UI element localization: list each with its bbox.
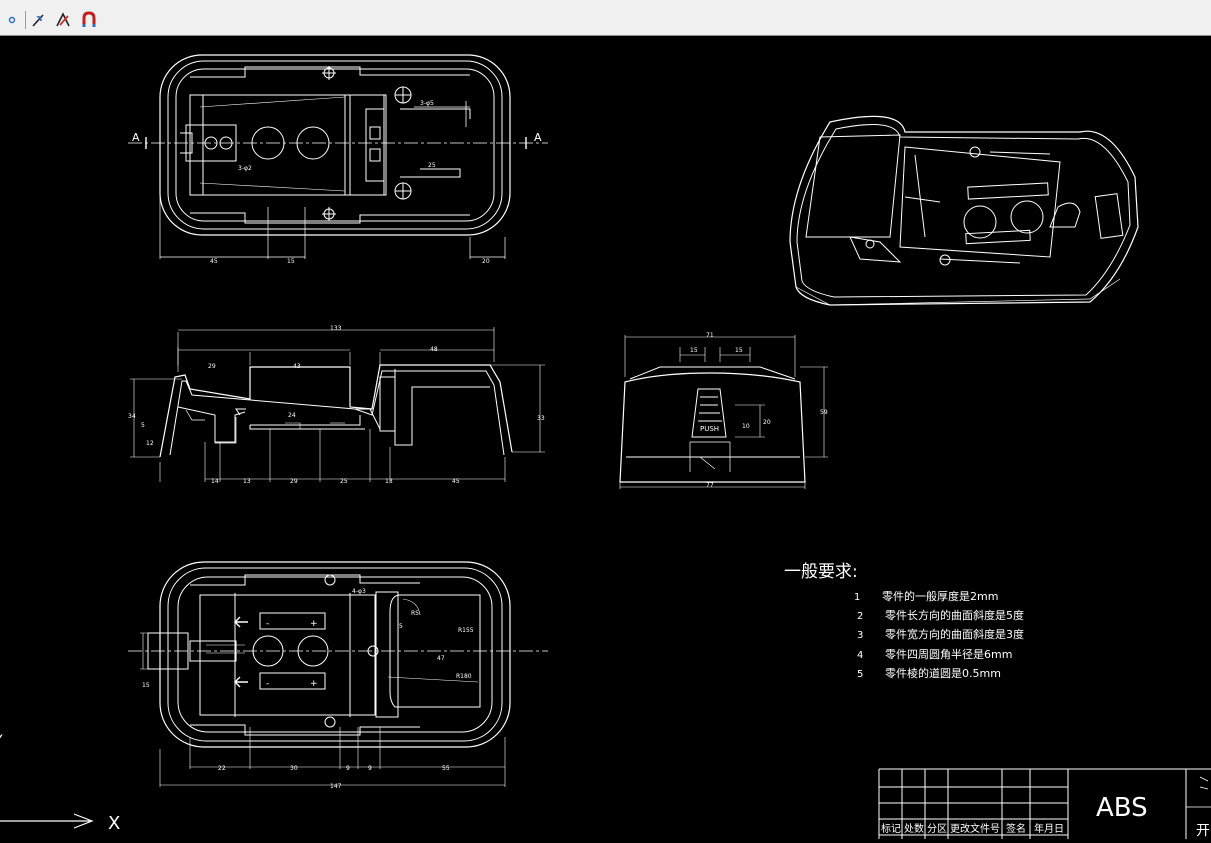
dim-bottom-55: 55 — [442, 765, 450, 772]
req-text-3: 零件宽方向的曲面斜度是3度 — [885, 627, 1024, 641]
dim-top-20: 20 — [482, 258, 490, 265]
battery-plus-top: + — [310, 619, 318, 629]
dim-front-29: 29 — [208, 363, 216, 370]
section-label-left: A — [132, 131, 140, 144]
push-label: PUSH — [700, 425, 719, 433]
requirements-title: 一般要求: — [784, 562, 858, 582]
tb-header-qianming: 签名 — [1006, 822, 1026, 835]
dim-front-25: 25 — [340, 478, 348, 485]
battery-minus-bottom: - — [266, 679, 269, 689]
req-text-1: 零件的一般厚度是2mm — [882, 589, 998, 603]
battery-plus-bottom: + — [310, 679, 318, 689]
dim-front-14: 14 — [211, 478, 219, 485]
tb-header-chushu: 处数 — [904, 822, 924, 835]
break-tool-icon[interactable] — [53, 10, 73, 30]
req-num-4: 4 — [857, 650, 863, 661]
front-section-view: 133 29 43 48 14 13 29 25 13 45 34 12 5 3… — [128, 325, 545, 485]
dim-bottom-22: 22 — [218, 765, 226, 772]
req-num-5: 5 — [857, 669, 863, 680]
bottom-view: + - + - 22 30 9 9 55 147 47 4-φ3 5 15 R1… — [128, 561, 548, 790]
isometric-view — [789, 115, 1139, 306]
dim-side-10: 10 — [742, 423, 750, 430]
dim-front-33: 33 — [537, 415, 545, 422]
side-view: PUSH 71 15 15 20 59 77 10 — [619, 332, 828, 489]
label-r155: R155 — [458, 627, 474, 634]
dim-front-45: 45 — [452, 478, 460, 485]
req-num-3: 3 — [857, 630, 863, 641]
req-text-2: 零件长方向的曲面斜度是5度 — [885, 608, 1024, 622]
toolbar-separator — [25, 11, 26, 29]
dim-side-59: 59 — [820, 409, 828, 416]
dim-front-24: 24 — [288, 412, 296, 419]
label-r180: R180 — [456, 673, 472, 680]
dim-side-77: 77 — [706, 482, 714, 489]
dim-bottom-9a: 9 — [346, 765, 350, 772]
dim-front-133: 133 — [330, 325, 342, 332]
axis-x-label: X — [108, 813, 120, 834]
req-text-5: 零件棱的道圆是0.5mm — [885, 666, 1001, 680]
line-tool-icon[interactable] — [29, 10, 49, 30]
battery-minus-top: - — [266, 619, 269, 629]
axis-y-label: Y — [0, 733, 3, 749]
dim-front-5: 5 — [141, 422, 145, 429]
dim-bottom-147: 147 — [330, 783, 342, 790]
dim-front-13b: 13 — [385, 478, 393, 485]
dim-front-34: 34 — [128, 413, 136, 420]
top-view: A A 45 15 20 3-φ5 3-φ2 25 — [128, 54, 548, 265]
ucs-axis-icon: X Y — [0, 733, 120, 834]
dim-side-15b: 15 — [735, 347, 743, 354]
dim-bottom-30: 30 — [290, 765, 298, 772]
dim-side-71: 71 — [706, 332, 714, 339]
dim-side-15a: 15 — [690, 347, 698, 354]
dim-bottom-5: 5 — [399, 623, 403, 630]
magnet-icon[interactable] — [79, 10, 99, 30]
toolbar — [0, 5, 1211, 36]
dim-side-20: 20 — [763, 419, 771, 426]
req-num-2: 2 — [857, 611, 863, 622]
tb-header-genggai: 更改文件号 — [950, 822, 1000, 835]
dim-bottom-9b: 9 — [368, 765, 372, 772]
tb-header-nianyueri: 年月日 — [1034, 822, 1064, 835]
dim-bottom-15: 15 — [142, 682, 150, 689]
req-text-4: 零件四周圆角半径是6mm — [885, 647, 1012, 661]
note-3-phi2: 3-φ2 — [238, 165, 252, 172]
dim-top-45: 45 — [210, 258, 218, 265]
note-25: 25 — [428, 162, 436, 169]
dim-front-43: 43 — [293, 363, 301, 370]
section-label-right: A — [534, 131, 542, 144]
req-num-1: 1 — [854, 592, 860, 603]
dim-bottom-4-phi3: 4-φ3 — [352, 588, 366, 595]
dim-front-12: 12 — [146, 440, 154, 447]
dim-front-29b: 29 — [290, 478, 298, 485]
dim-front-48: 48 — [430, 346, 438, 353]
requirements-notes: 一般要求: 1 零件的一般厚度是2mm 2 零件长方向的曲面斜度是5度 3 零件… — [784, 562, 1024, 680]
label-r5: R5 — [411, 610, 419, 617]
dim-bottom-47: 47 — [437, 655, 445, 662]
drawing-canvas[interactable]: A A 45 15 20 3-φ5 3-φ2 25 — [0, 37, 1211, 839]
title-block: ABS 标记 处数 分区 更改文件号 签名 年月日 开 — [878, 768, 1211, 839]
tb-header-biaoji: 标记 — [881, 823, 901, 835]
dim-front-13: 13 — [243, 478, 251, 485]
dot-icon[interactable] — [2, 10, 22, 30]
dim-top-15: 15 — [287, 258, 295, 265]
tb-edge-text: 开 — [1196, 823, 1210, 839]
note-3-phi5: 3-φ5 — [420, 100, 434, 107]
tb-header-fenqu: 分区 — [927, 823, 947, 835]
material-label: ABS — [1096, 793, 1148, 823]
